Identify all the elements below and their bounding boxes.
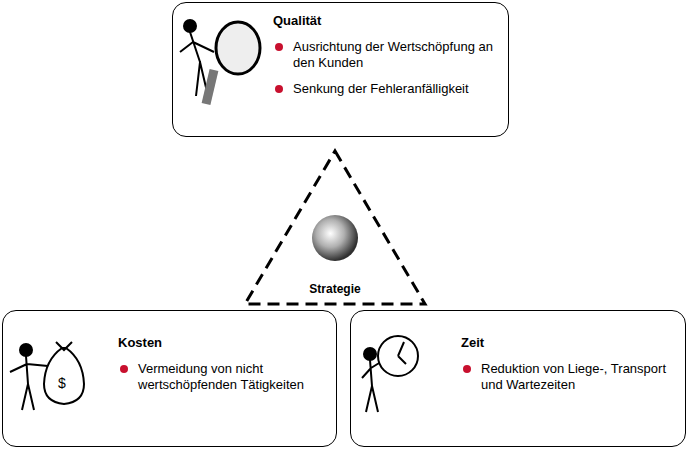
magnifier-figure [180,20,260,104]
bullet-text: Reduktion von Liege-, Transport und Wart… [461,361,675,393]
box-heading: Zeit [461,335,675,351]
bullet-text: Senkung der Fehleranfälligkeit [273,81,498,97]
box-heading: Kosten [118,335,326,351]
strategy-triangle: Strategie [240,148,430,308]
bullet-text: Ausrichtung der Wertschöpfung an den Kun… [273,39,498,71]
bullet-text: Vermeidung von nicht wertschöpfenden Tät… [118,361,326,393]
clock-figure [362,336,418,412]
svg-text:$: $ [58,375,66,391]
category-box: KostenVermeidung von nicht wertschöpfend… [2,310,337,447]
box-heading: Qualität [273,13,498,29]
strategy-label: Strategie [240,282,430,296]
category-box: QualitätAusrichtung der Wertschöpfung an… [172,2,509,137]
category-box: ZeitReduktion von Liege-, Transport und … [350,310,686,447]
money-bag-figure: $ [10,342,84,410]
